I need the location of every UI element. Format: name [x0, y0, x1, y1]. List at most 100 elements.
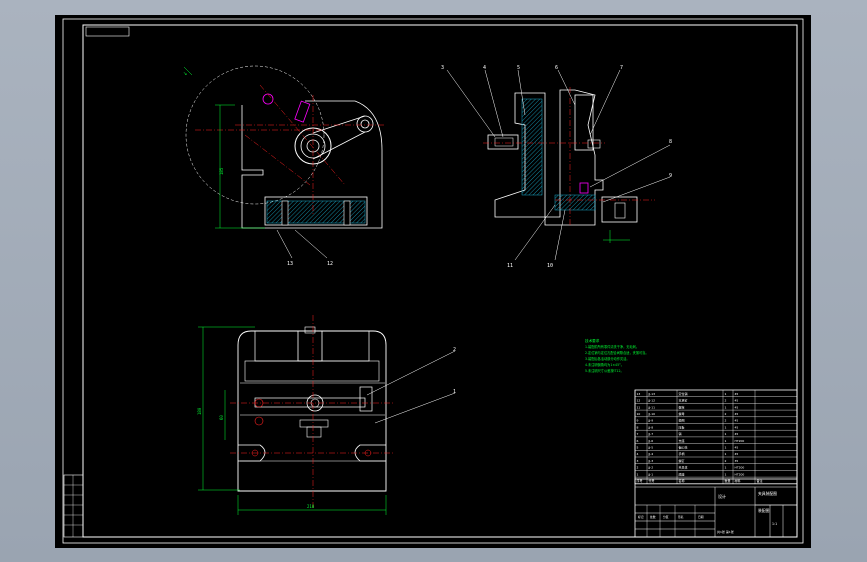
- top-center-lines: [230, 315, 395, 510]
- parts-list-cell: 45: [735, 392, 739, 396]
- parts-list-cell: JJ-9: [648, 419, 654, 423]
- balloon-4: 4: [483, 65, 486, 71]
- parts-list-cell: 45: [735, 452, 739, 456]
- title-designer: 设计: [718, 493, 726, 499]
- body-outline: [241, 100, 383, 229]
- parts-list-header-cell: 备注: [757, 478, 763, 483]
- parts-list-cell: 手柄: [679, 451, 685, 456]
- front-dimension: [215, 104, 265, 229]
- parts-list-cell: 45: [735, 425, 739, 429]
- balloon-5: 5: [517, 65, 520, 71]
- balloon-13: 13: [287, 261, 293, 267]
- tech-note: 3.装配后各活动部分动作灵活。: [585, 356, 629, 361]
- parts-list-header-cell: 代号: [649, 478, 655, 483]
- parts-list-header-cell: 名称: [679, 478, 685, 483]
- dimension-top-offset: 60: [219, 415, 224, 420]
- side-view: 3 4 5 6 7 8 9 11 10: [441, 65, 672, 269]
- balloon-3: 3: [441, 65, 444, 71]
- tech-note: 5.未注明尺寸公差按IT12。: [585, 368, 624, 373]
- parts-list-cell: 支承钉: [679, 398, 688, 403]
- parts-list-cell: JJ-3: [648, 459, 654, 463]
- parts-list-cell: JJ-1: [648, 472, 654, 476]
- left-edge-table: [63, 474, 84, 538]
- parts-list-cell: JJ-11: [648, 405, 656, 409]
- parts-list-cell: 2: [725, 412, 727, 416]
- parts-list-cell: JJ-10: [648, 412, 656, 416]
- parts-list-cell: 35: [735, 459, 739, 463]
- parts-list-cell: 螺栓: [679, 404, 685, 409]
- top-dimensions: [198, 326, 387, 515]
- side-hatch-lower: [554, 194, 596, 211]
- side-hatch: [521, 98, 543, 196]
- title-scale: 1:1: [772, 522, 777, 526]
- parts-list-cell: 螺母: [679, 411, 685, 416]
- title-sheet: 共1张 第1张: [717, 529, 734, 534]
- cad-drawing: 185 ↘ 13 12 3 4 5 6: [62, 18, 804, 544]
- parts-list-cell: JJ-5: [648, 446, 654, 450]
- parts-list-cell: 支座: [679, 438, 685, 443]
- parts-list-cell: 2: [725, 399, 727, 403]
- parts-list-cell: 45: [735, 412, 739, 416]
- center-lines: [195, 84, 385, 215]
- base-block: [264, 196, 368, 226]
- dimension-top-height: 180: [197, 407, 202, 415]
- parts-list-cell: 4: [637, 452, 639, 456]
- parts-list-cell: 定位销: [679, 391, 688, 396]
- parts-list-header-cell: 数量: [725, 478, 731, 483]
- balloon-6: 6: [555, 65, 558, 71]
- parts-list-cell: 1: [725, 432, 727, 436]
- parts-list-cell: 垫圈: [679, 418, 685, 423]
- top-view: 180 210 60 2 1: [197, 315, 456, 515]
- parts-list-cell: 1: [725, 392, 727, 396]
- balloon-11: 11: [507, 263, 513, 269]
- parts-list-cell: 45: [735, 405, 739, 409]
- parts-list-cell: HT200: [735, 466, 745, 470]
- pin-magenta: [294, 100, 311, 123]
- parts-list-cell: 压板: [679, 424, 685, 429]
- parts-list-cell: 45: [735, 432, 739, 436]
- dim-mark: ↘: [183, 71, 187, 77]
- balloon-2: 2: [453, 347, 456, 353]
- balloon-10: 10: [547, 263, 553, 269]
- tech-note: 2.定位销与定位孔配合间隙合适，夹紧可靠。: [585, 350, 649, 355]
- parts-list-cell: 偏心轮: [679, 445, 688, 450]
- parts-list-cell: 8: [637, 425, 639, 429]
- parts-list-cell: JJ-8: [648, 425, 654, 429]
- rev-label: 日期: [698, 515, 704, 519]
- tech-notes: 技术要求 1.装配前所有零件清洗干净，无毛刺。 2.定位销与定位孔配合间隙合适，…: [585, 338, 649, 373]
- outer-frame: [62, 18, 804, 544]
- top-outline: [237, 330, 387, 492]
- title-block: 设计 夹具装配图 装配图 1:1 共1张 第1张 标记 处数 分区 签名 日期: [634, 478, 798, 538]
- balloon-9: 9: [669, 173, 672, 179]
- parts-list-cell: 1: [725, 446, 727, 450]
- parts-list-cell: 螺钉: [679, 458, 685, 463]
- parts-list-cell: 2: [725, 459, 727, 463]
- parts-list-cell: 10: [637, 412, 641, 416]
- balloon-8: 8: [669, 139, 672, 145]
- parts-list-cell: 6: [637, 439, 639, 443]
- parts-list-cell: 11: [637, 405, 641, 409]
- right-slot: [354, 444, 386, 462]
- parts-list-cell: 9: [637, 419, 639, 423]
- parts-list-cell: 3: [637, 459, 639, 463]
- tech-notes-title: 技术要求: [585, 338, 600, 343]
- parts-list-cell: JJ-6: [648, 439, 654, 443]
- parts-list-header-cell: 材料: [735, 478, 741, 483]
- parts-list-cell: 1: [725, 466, 727, 470]
- front-view: 185 ↘ 13 12: [183, 65, 385, 267]
- balloon-7: 7: [620, 65, 623, 71]
- parts-list-header-cell: 序号: [637, 478, 643, 483]
- parts-list-cell: 45: [735, 446, 739, 450]
- base-hatch: [266, 200, 366, 224]
- parts-list-cell: 底座: [679, 471, 685, 476]
- parts-list-cell: 2: [637, 466, 639, 470]
- balloon-12: 12: [327, 261, 333, 267]
- parts-list-cell: JJ-2: [648, 466, 654, 470]
- parts-list-cell: 1: [725, 425, 727, 429]
- parts-list-cell: 12: [637, 399, 641, 403]
- top-left-box: [85, 26, 130, 37]
- title-drawing-name: 夹具装配图: [758, 491, 777, 496]
- parts-list-cell: 45: [735, 399, 739, 403]
- rev-label: 分区: [663, 515, 669, 519]
